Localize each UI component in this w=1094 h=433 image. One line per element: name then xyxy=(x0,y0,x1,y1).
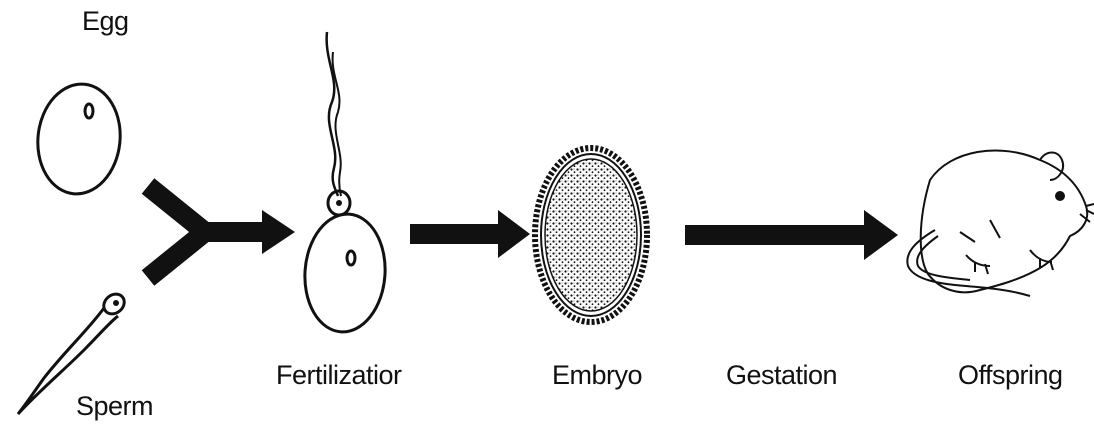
sperm-label: Sperm xyxy=(76,391,153,422)
embryo-icon xyxy=(535,148,647,322)
fertilization-label: Fertilizatior xyxy=(276,360,402,391)
egg-icon xyxy=(32,80,125,198)
offspring-label: Offspring xyxy=(958,360,1063,391)
gestation-arrow-icon xyxy=(685,210,898,260)
arrow-icon xyxy=(410,210,530,258)
egg-label: Egg xyxy=(82,6,129,37)
merge-arrow-icon xyxy=(148,186,295,278)
rat-offspring-icon xyxy=(907,150,1094,296)
gestation-label: Gestation xyxy=(726,360,837,391)
embryo-label: Embryo xyxy=(552,360,642,391)
fertilized-egg-icon xyxy=(301,32,389,335)
